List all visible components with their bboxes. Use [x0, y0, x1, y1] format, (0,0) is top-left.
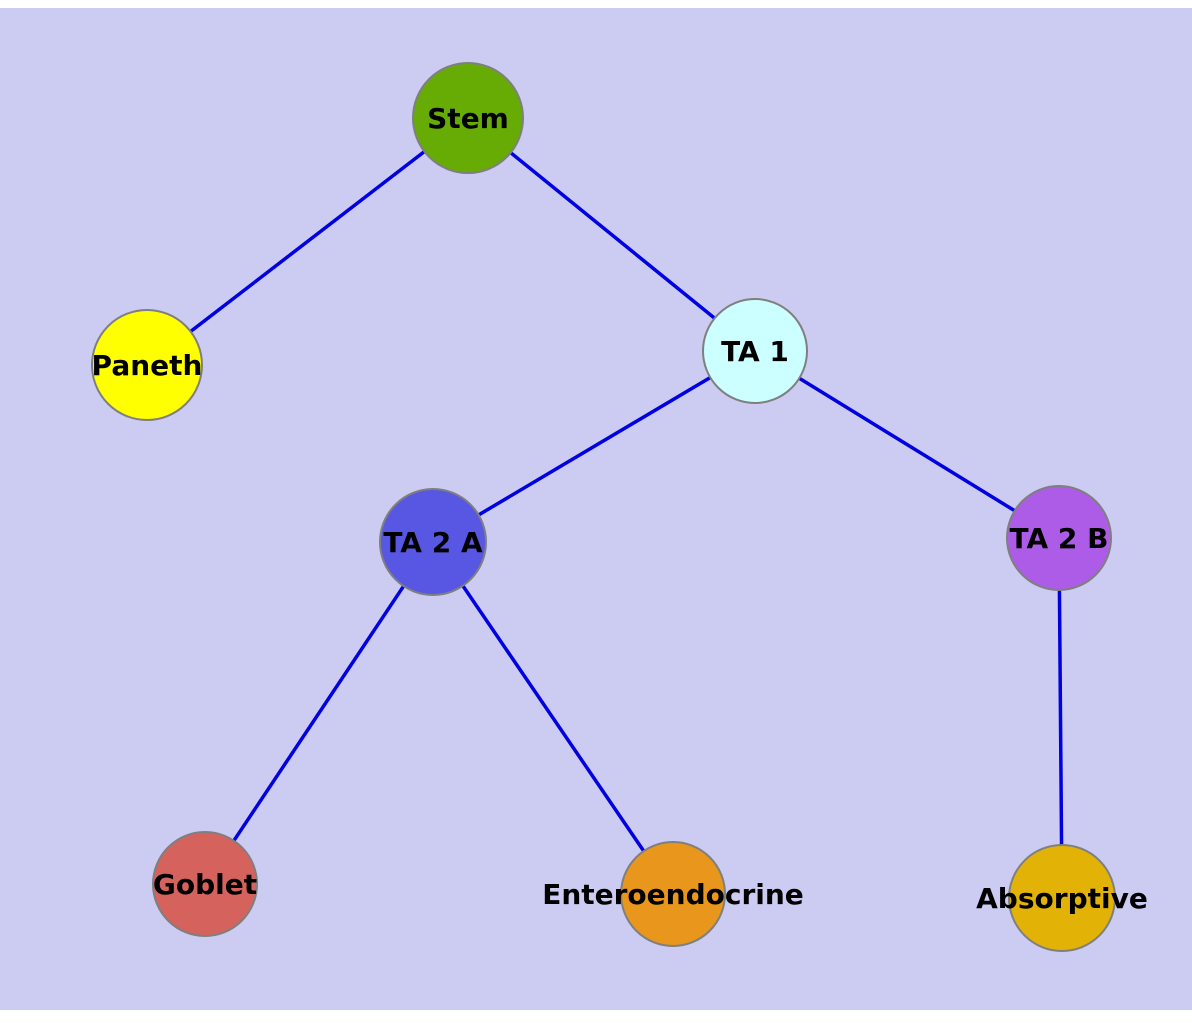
edge-ta2b-absorptive	[1057, 537, 1064, 899]
node-absorptive	[1008, 844, 1116, 952]
node-label-goblet: Goblet	[153, 868, 257, 901]
node-label-paneth: Paneth	[92, 349, 203, 382]
node-stem	[412, 62, 524, 174]
node-label-ta2b: TA 2 B	[1010, 522, 1109, 555]
node-ta1	[702, 298, 808, 404]
node-label-absorptive: Absorptive	[976, 882, 1148, 915]
edge-ta2a-goblet	[203, 541, 435, 885]
node-ta2b	[1006, 485, 1112, 591]
node-goblet	[152, 831, 258, 937]
node-label-ta2a: TA 2 A	[383, 526, 483, 559]
edge-ta2a-enteroendocrine	[431, 541, 675, 895]
node-paneth	[91, 309, 203, 421]
edge-ta1-ta2b	[754, 349, 1060, 540]
node-label-stem: Stem	[427, 102, 509, 135]
node-enteroendocrine	[620, 841, 726, 947]
node-ta2a	[379, 488, 487, 596]
edge-stem-ta1	[466, 116, 757, 353]
node-label-enteroendocrine: Enteroendocrine	[542, 878, 804, 911]
node-label-ta1: TA 1	[721, 335, 789, 368]
edge-stem-paneth	[145, 116, 470, 367]
edge-ta1-ta2a	[432, 349, 756, 544]
